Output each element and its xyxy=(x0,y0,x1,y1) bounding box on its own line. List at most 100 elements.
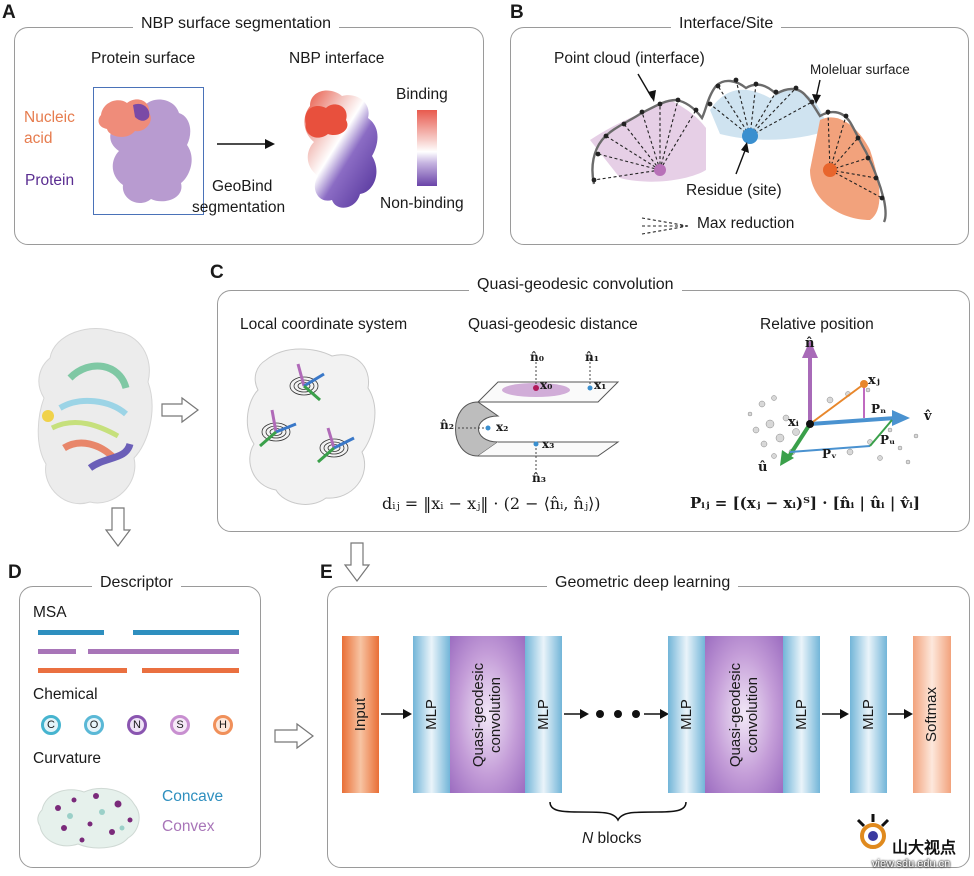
arrow-a xyxy=(217,139,275,149)
watermark-text: 山大视点 xyxy=(892,840,957,857)
panel-e-letter: E xyxy=(320,562,333,583)
n-blocks-brace xyxy=(549,801,687,822)
protein-surface-image xyxy=(98,99,192,204)
watermark-url: view.sdu.edu.cn xyxy=(872,858,951,870)
mlp-block-5: MLP xyxy=(850,636,887,793)
mlp-label-3: MLP xyxy=(678,699,695,730)
label-u-hat: û xyxy=(758,460,768,475)
protein-ribbon-image xyxy=(37,328,153,505)
label-pv: Pᵥ xyxy=(822,447,837,461)
non-binding-label: Non-binding xyxy=(380,195,464,212)
n-blocks-label: N blocks xyxy=(582,830,642,847)
arrow-e-2 xyxy=(822,709,849,719)
point-cloud-label: Point cloud (interface) xyxy=(554,50,705,67)
msa-line-blue-2 xyxy=(133,630,239,635)
max-reduction-label: Max reduction xyxy=(697,215,795,232)
label-n2: n̂₂ xyxy=(440,418,454,432)
label-x2: x₂ xyxy=(496,420,509,434)
msa-line-purple-1 xyxy=(38,649,76,654)
panel-b-title: Interface/Site xyxy=(671,15,782,33)
binding-colorbar xyxy=(417,110,437,186)
softmax-label: Softmax xyxy=(923,686,941,743)
mlp-block-4: MLP xyxy=(783,636,820,793)
distance-formula: dᵢⱼ = ‖xᵢ − xⱼ‖ · (2 − ⟨n̂ᵢ, n̂ⱼ⟩) xyxy=(382,494,601,513)
hollow-arrow-right xyxy=(161,396,199,424)
surface-diagram xyxy=(590,73,887,223)
label-n-hat: n̂ xyxy=(805,336,815,351)
input-label: Input xyxy=(352,697,369,732)
arrow-e-1 xyxy=(381,709,412,719)
mlp-label-2: MLP xyxy=(535,699,552,730)
label-n0: n̂₀ xyxy=(530,350,544,364)
position-formula: Pᵢⱼ = [(xⱼ − xᵢ)ᵀ] · [n̂ᵢ | ûᵢ | v̂ᵢ] xyxy=(690,494,920,512)
residue-label: Residue (site) xyxy=(686,182,782,199)
mlp-block-1: MLP xyxy=(413,636,450,793)
mlp-label-1: MLP xyxy=(423,699,440,730)
panel-e-title: Geometric deep learning xyxy=(547,574,739,592)
max-reduction-icon xyxy=(641,217,689,235)
panel-c-letter: C xyxy=(210,262,224,283)
geobind-label: GeoBind xyxy=(212,178,273,195)
qg-distance-image xyxy=(455,356,620,470)
nbp-interface-label: NBP interface xyxy=(289,50,385,67)
atom-c-chip: C xyxy=(41,715,61,735)
protein-label: Protein xyxy=(25,172,75,189)
hollow-arrow-down-2 xyxy=(343,542,371,582)
local-coord-image xyxy=(246,348,376,505)
mlp-block-2: MLP xyxy=(525,636,562,793)
ellipsis-arrows xyxy=(564,709,669,719)
panel-d-letter: D xyxy=(8,562,22,583)
msa-line-blue-1 xyxy=(38,630,104,635)
hollow-arrow-down-1 xyxy=(104,507,132,547)
mlp-label-4: MLP xyxy=(793,699,810,730)
panel-a-letter: A xyxy=(2,2,16,23)
nucleic-acid-label: Nucleic acid xyxy=(24,109,75,147)
input-block: Input xyxy=(342,636,379,793)
arrow-e-3 xyxy=(888,709,913,719)
atom-h-chip: H xyxy=(213,715,233,735)
atom-o-chip: O xyxy=(84,715,104,735)
convex-label: Convex xyxy=(162,818,215,835)
label-v-hat: v̂ xyxy=(924,409,932,424)
label-x0: x₀ xyxy=(540,378,553,392)
curvature-label: Curvature xyxy=(33,750,102,767)
panel-d-title: Descriptor xyxy=(92,574,181,592)
atom-s-chip: S xyxy=(170,715,190,735)
label-x1: x₁ xyxy=(594,378,607,392)
qg-distance-label: Quasi-geodesic distance xyxy=(468,316,638,333)
label-x3: x₃ xyxy=(542,437,555,451)
relative-position-image xyxy=(747,340,919,466)
protein-surface-label: Protein surface xyxy=(91,50,196,67)
panel-c-title: Quasi-geodesic convolution xyxy=(469,276,682,294)
label-xi: xᵢ xyxy=(788,415,799,430)
hollow-arrow-right-2 xyxy=(274,722,314,750)
label-n3: n̂₃ xyxy=(532,471,546,485)
protein-surface-box xyxy=(93,87,204,215)
msa-line-orange-2 xyxy=(142,668,239,673)
concave-label: Concave xyxy=(162,788,224,805)
local-coord-label: Local coordinate system xyxy=(240,316,408,333)
watermark-logo xyxy=(856,814,890,849)
label-pn: Pₙ xyxy=(871,402,887,416)
mlp-label-5: MLP xyxy=(860,699,877,730)
label-xj: xⱼ xyxy=(868,373,880,388)
chemical-label: Chemical xyxy=(33,686,98,703)
nbp-interface-image xyxy=(304,90,378,208)
molecular-surface-label: Moleluar surface xyxy=(810,62,910,77)
relative-position-label: Relative position xyxy=(760,316,874,333)
binding-label: Binding xyxy=(396,86,448,103)
msa-line-orange-1 xyxy=(38,668,127,673)
segmentation-label: segmentation xyxy=(192,199,286,216)
curvature-surface-image xyxy=(37,788,140,849)
softmax-block: Softmax xyxy=(913,636,951,793)
msa-label: MSA xyxy=(33,604,67,621)
panel-a-title: NBP surface segmentation xyxy=(133,15,340,33)
msa-line-purple-2 xyxy=(88,649,239,654)
label-n1: n̂₁ xyxy=(585,350,599,364)
mlp-block-3: MLP xyxy=(668,636,705,793)
panel-b-letter: B xyxy=(510,2,524,23)
